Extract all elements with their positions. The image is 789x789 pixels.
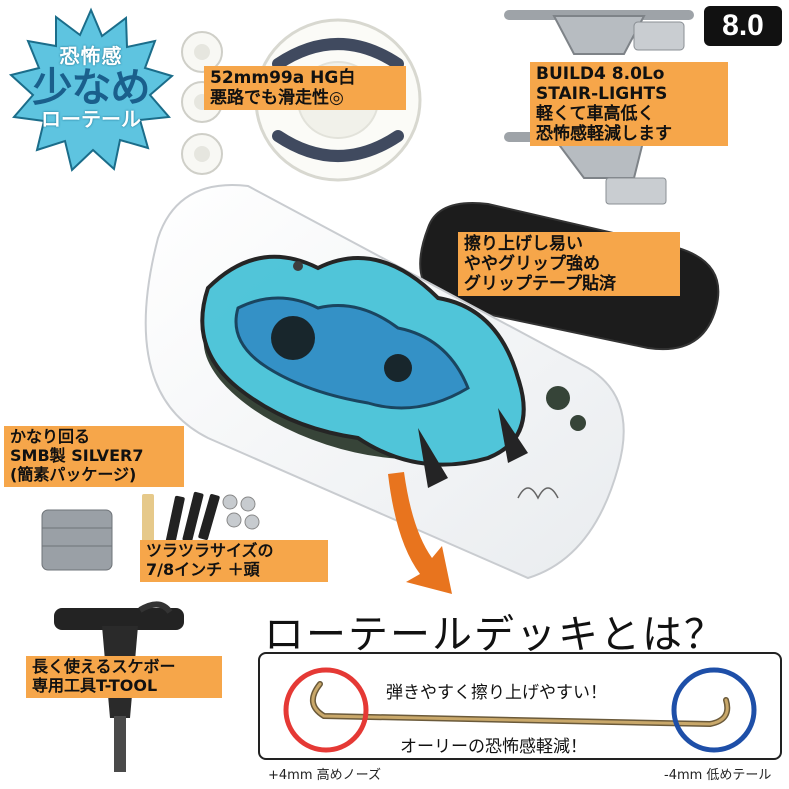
- griptape-tag-line-1: 擦り上げし易い: [464, 234, 583, 254]
- trucks-info-tag: BUILD4 8.0Lo STAIR-LIGHTS 軽くて車高低く 恐怖感軽減し…: [530, 62, 728, 147]
- lowtail-benefit-2: オーリーの恐怖感軽減！: [400, 737, 587, 757]
- promo-starburst-badge: 恐怖感 少なめ ローテール: [6, 6, 176, 176]
- bearing-icon: [41, 491, 260, 571]
- bearings-tag-line-1: かなり回る: [10, 427, 91, 446]
- wheels-info-tag: 52mm99a HG白 悪路でも滑走性◎: [204, 66, 406, 111]
- lowtail-benefit-1: 弾きやすく擦り上げやすい！: [386, 683, 607, 703]
- nose-caption: +4mm 高めノーズ: [268, 768, 381, 783]
- badge-line-3: ローテール: [41, 107, 141, 131]
- lowtail-deck-profile: [280, 664, 760, 754]
- deck-profile-icon: [283, 667, 757, 753]
- wheels-tag-line-2: 悪路でも滑走性◎: [210, 88, 344, 109]
- lowtail-headline: ローテールデッキとは？: [264, 612, 726, 658]
- bearings-hardware-image: [38, 488, 278, 578]
- griptape-tag-line-2: ややグリップ強め: [464, 254, 600, 275]
- nose-highlight-ring: [283, 667, 369, 753]
- bearings-tag-line-3: (簡素パッケージ): [10, 464, 137, 484]
- badge-line-1: 恐怖感: [59, 44, 123, 68]
- lowtail-explainer-box: [258, 652, 782, 760]
- griptape-tag-line-3: グリップテープ貼済: [464, 274, 616, 295]
- hardware-tag-line-1: ツラツラサイズの: [146, 541, 274, 560]
- trucks-tag-line-3: 軽くて車高低く: [536, 104, 655, 125]
- trucks-tag-line-2: STAIR-LIGHTS: [536, 84, 668, 105]
- hardware-info-tag: ツラツラサイズの 7/8インチ ＋頭: [140, 540, 328, 582]
- tool-tag-line-2: 専用工具T-TOOL: [32, 675, 158, 695]
- down-arrow-icon: [360, 470, 470, 600]
- deck-graffiti-graphic-icon: [144, 184, 625, 580]
- trucks-tag-line-1: BUILD4 8.0Lo: [536, 64, 665, 84]
- starburst-shape-icon: [8, 7, 175, 172]
- griptape-info-tag: 擦り上げし易い ややグリップ強め グリップテープ貼済: [458, 232, 680, 297]
- main-deck: [118, 178, 638, 598]
- bearings-info-tag: かなり回る SMB製 SILVER7 (簡素パッケージ): [4, 426, 184, 487]
- tail-caption: -4mm 低めテール: [664, 768, 772, 783]
- wheels-tag-line-1: 52mm99a HG白: [210, 68, 356, 88]
- deck-size-badge: 8.0: [704, 6, 782, 46]
- trucks-tag-line-4: 恐怖感軽減します: [536, 124, 672, 145]
- tail-highlight-ring: [671, 667, 757, 753]
- hardware-tag-line-2: 7/8インチ ＋頭: [146, 559, 260, 579]
- badge-line-2: 少なめ: [32, 65, 151, 111]
- tool-info-tag: 長く使えるスケボー 専用工具T-TOOL: [26, 656, 222, 698]
- bearings-tag-line-2: SMB製 SILVER7: [10, 445, 144, 465]
- tool-tag-line-1: 長く使えるスケボー: [32, 657, 176, 676]
